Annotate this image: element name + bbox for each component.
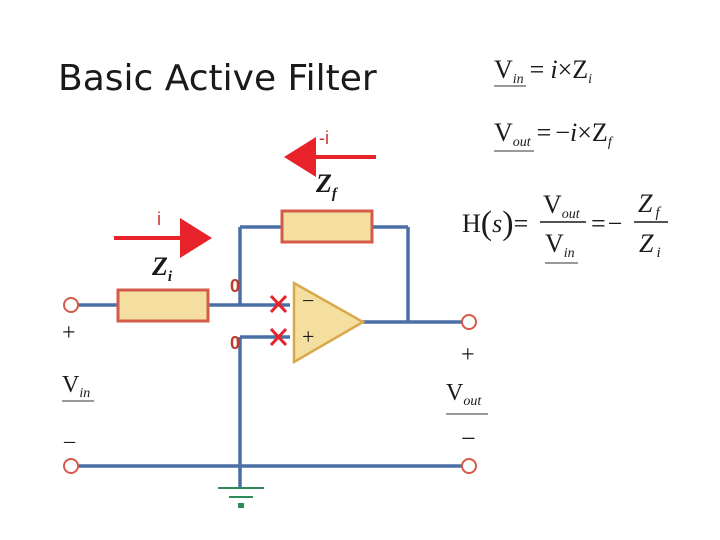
node-markers bbox=[269, 294, 288, 347]
output-plus-sign: + bbox=[461, 342, 475, 368]
opamp-triangle bbox=[292, 280, 366, 365]
input-plus-sign: + bbox=[62, 320, 76, 346]
equation-vin: Vin=i×Zi bbox=[494, 55, 592, 87]
svg-text:Vin: Vin bbox=[545, 229, 575, 261]
input-terminal-bottom bbox=[63, 458, 79, 474]
output-terminal-top bbox=[461, 314, 477, 330]
input-voltage-label: Vin bbox=[62, 372, 90, 401]
opamp-noninverting-sign: + bbox=[302, 324, 314, 349]
ground-symbol bbox=[218, 487, 264, 508]
output-minus-sign: − bbox=[461, 424, 476, 453]
input-terminal-top bbox=[63, 297, 79, 313]
output-terminal-bottom bbox=[461, 458, 477, 474]
node-inverting-value: 0 bbox=[230, 276, 240, 296]
input-impedance-label: Zi bbox=[151, 252, 173, 285]
svg-text:Vout=−i×Zf: Vout=−i×Zf bbox=[494, 118, 614, 150]
opamp-inverting-sign: − bbox=[302, 288, 314, 313]
svg-text:Zi: Zi bbox=[639, 229, 661, 261]
slide-title: Basic Active Filter bbox=[58, 58, 377, 99]
feedback-impedance-label: Zf bbox=[315, 169, 339, 202]
wires bbox=[78, 225, 462, 488]
current-in-label: i bbox=[157, 209, 161, 229]
node-noninverting-value: 0 bbox=[230, 333, 240, 353]
output-voltage-label: Vout bbox=[446, 380, 482, 409]
svg-text:=−: =− bbox=[591, 209, 622, 238]
svg-text:H(s)=: H(s)= bbox=[462, 205, 528, 242]
svg-text:Vout: Vout bbox=[543, 190, 581, 222]
input-impedance-resistor bbox=[116, 288, 210, 323]
input-minus-sign: _ bbox=[63, 420, 76, 445]
equation-vout: Vout=−i×Zf bbox=[494, 118, 614, 152]
svg-text:Vin=i×Zi: Vin=i×Zi bbox=[494, 55, 592, 87]
svg-text:Zf: Zf bbox=[638, 189, 661, 221]
current-feedback-label: -i bbox=[319, 128, 329, 148]
feedback-impedance-resistor bbox=[280, 209, 374, 244]
